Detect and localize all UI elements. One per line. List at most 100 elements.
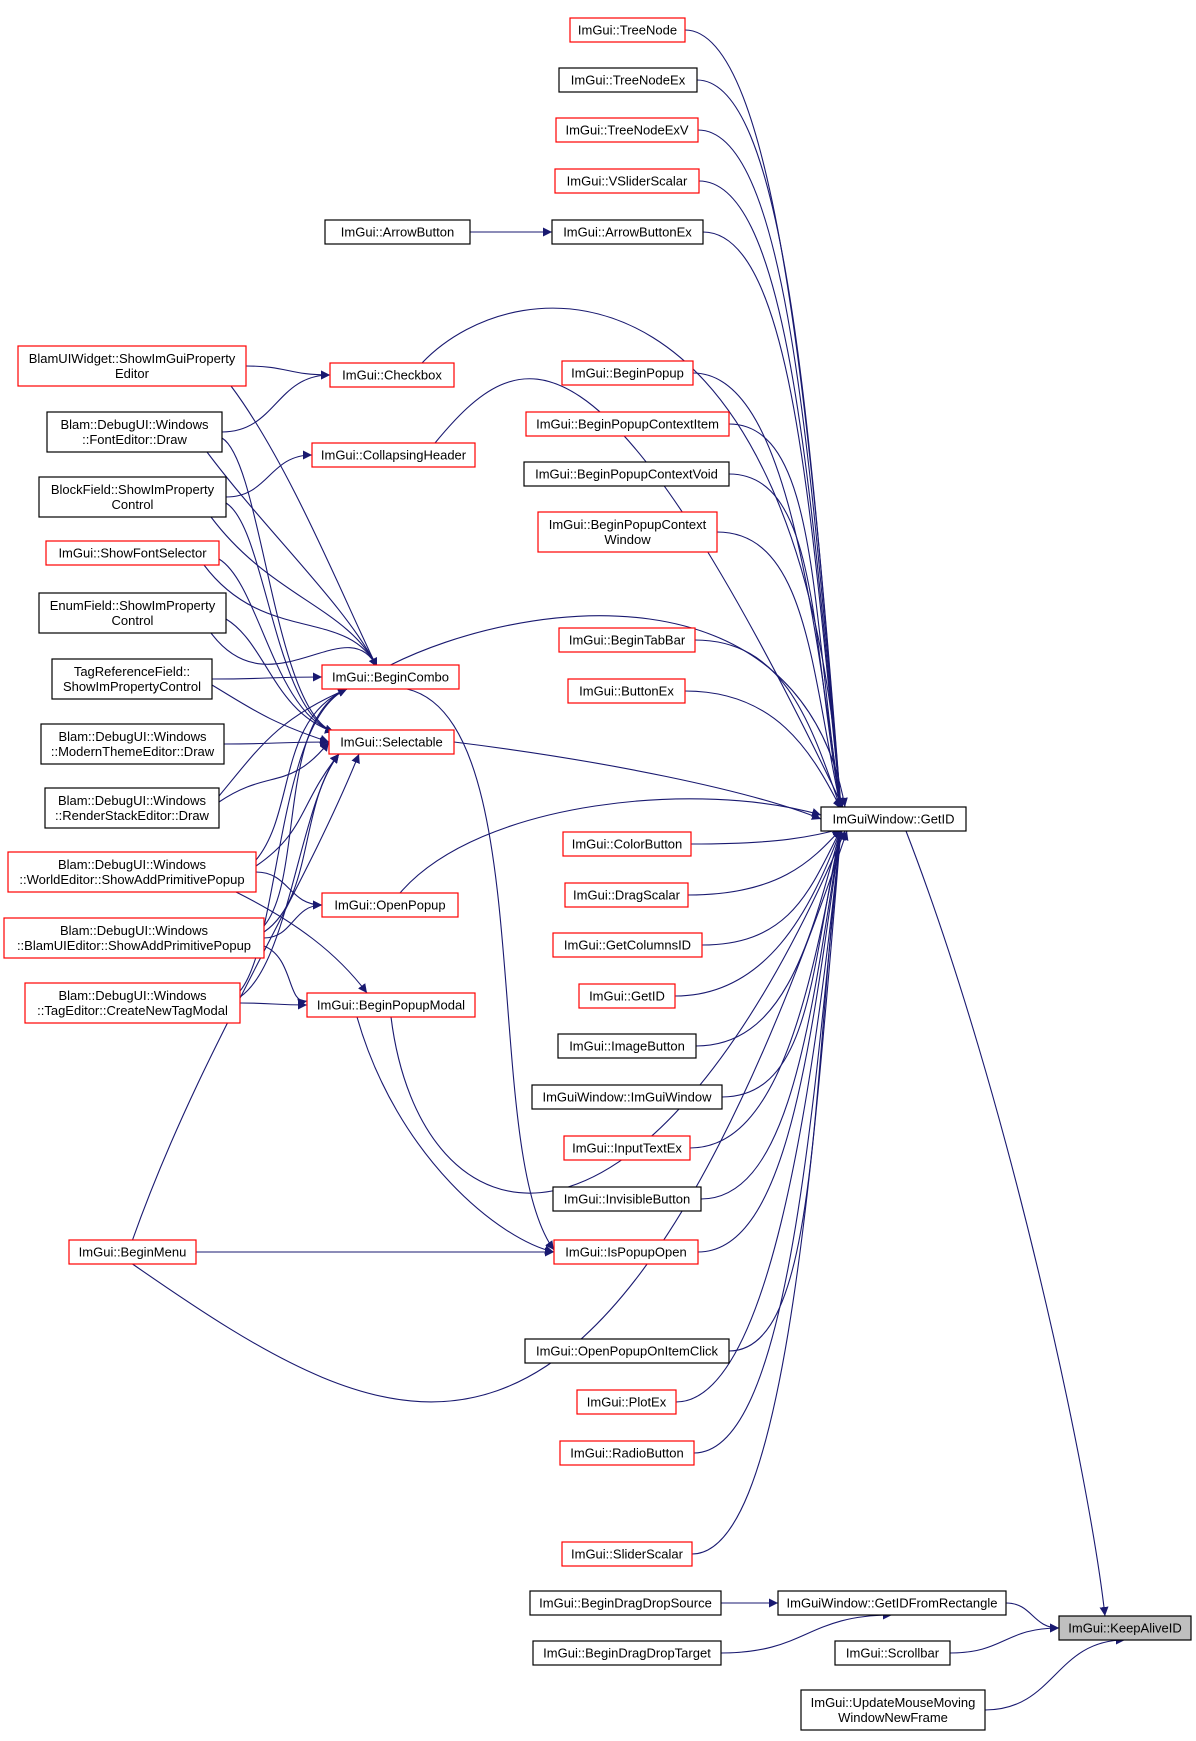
node-box bbox=[820, 806, 967, 832]
edge-getcolumnsid-to-getid bbox=[701, 828, 842, 946]
node-fonteditor[interactable]: Blam::DebugUI::Windows::FontEditor::Draw bbox=[46, 411, 223, 453]
edge-collapsingheader-to-getid bbox=[434, 378, 844, 808]
node-label: Blam::DebugUI::Windows bbox=[58, 793, 207, 808]
node-begintabbar[interactable]: ImGui::BeginTabBar bbox=[558, 627, 696, 653]
node-box bbox=[777, 1590, 1007, 1616]
node-arrowbuttonex[interactable]: ImGui::ArrowButtonEx bbox=[551, 219, 704, 245]
node-showfontselector[interactable]: ImGui::ShowFontSelector bbox=[45, 540, 220, 566]
node-box bbox=[44, 787, 220, 829]
node-openpopup[interactable]: ImGui::OpenPopup bbox=[321, 892, 459, 918]
edge-tagreferencefield-to-begincombo bbox=[211, 672, 323, 682]
node-label: ImGui::ColorButton bbox=[572, 837, 683, 852]
edge-blamuieditor-to-openpopup bbox=[263, 900, 323, 939]
node-label: Blam::DebugUI::Windows bbox=[58, 988, 207, 1003]
node-label: ImGui::VSliderScalar bbox=[567, 174, 688, 189]
node-collapsingheader[interactable]: ImGui::CollapsingHeader bbox=[311, 442, 476, 468]
edge-inputtextex-to-getid bbox=[689, 828, 844, 1149]
edge-sliderscalar-to-getid bbox=[691, 828, 845, 1555]
edge-tageditor-to-beginpopupmodal bbox=[239, 1000, 308, 1010]
edge-treenodeexv-to-getid bbox=[697, 129, 845, 810]
node-beginpopupcontextvoid[interactable]: ImGui::BeginPopupContextVoid bbox=[523, 461, 730, 487]
node-label: ImGui::DragScalar bbox=[573, 888, 681, 903]
nodes-layer: ImGui::TreeNodeImGui::TreeNodeExImGui::T… bbox=[3, 17, 1192, 1731]
node-scrollbar[interactable]: ImGui::Scrollbar bbox=[834, 1640, 951, 1666]
node-keepaliveid[interactable]: ImGui::KeepAliveID bbox=[1058, 1615, 1192, 1641]
edge-beginmenu-to-getid bbox=[132, 830, 849, 1403]
edge-showfontselector-to-selectable bbox=[218, 558, 335, 734]
node-renderstackeditor[interactable]: Blam::DebugUI::Windows::RenderStackEdito… bbox=[44, 787, 220, 829]
node-box bbox=[561, 360, 694, 386]
node-label: ImGui::BeginPopupContextVoid bbox=[535, 467, 718, 482]
edge-openpopup-to-getid bbox=[399, 798, 822, 894]
node-worldeditor[interactable]: Blam::DebugUI::Windows::WorldEditor::Sho… bbox=[7, 851, 257, 893]
node-dragscalar[interactable]: ImGui::DragScalar bbox=[564, 882, 689, 908]
node-imguiwindowctor[interactable]: ImGuiWindow::ImGuiWindow bbox=[531, 1084, 723, 1110]
node-treenodeex[interactable]: ImGui::TreeNodeEx bbox=[558, 67, 698, 93]
node-treenode[interactable]: ImGui::TreeNode bbox=[569, 17, 686, 43]
node-beginpopupcontextitem[interactable]: ImGui::BeginPopupContextItem bbox=[525, 411, 730, 437]
node-enumfield[interactable]: EnumField::ShowImPropertyControl bbox=[38, 592, 227, 634]
edge-beginpopupcontextitem-to-getid bbox=[728, 423, 845, 810]
node-imagebutton[interactable]: ImGui::ImageButton bbox=[557, 1033, 697, 1059]
node-box bbox=[557, 1033, 697, 1059]
edge-beginpopupcontextwindow-to-getid bbox=[716, 531, 844, 810]
node-label: ImGui::KeepAliveID bbox=[1068, 1621, 1181, 1636]
node-buttonex[interactable]: ImGui::ButtonEx bbox=[567, 678, 686, 704]
node-sliderscalar[interactable]: ImGui::SliderScalar bbox=[561, 1541, 693, 1567]
node-getidfromrectangle[interactable]: ImGuiWindow::GetIDFromRectangle bbox=[777, 1590, 1007, 1616]
node-tagreferencefield[interactable]: TagReferenceField::ShowImPropertyControl bbox=[51, 658, 213, 700]
node-label: ImGui::BeginPopupContextItem bbox=[536, 417, 719, 432]
node-ispopupopen[interactable]: ImGui::IsPopupOpen bbox=[553, 1239, 699, 1265]
node-beginpopupmodal[interactable]: ImGui::BeginPopupModal bbox=[306, 992, 476, 1018]
node-blockfield[interactable]: BlockField::ShowImPropertyControl bbox=[38, 476, 227, 518]
node-box bbox=[40, 723, 225, 765]
node-box bbox=[553, 1239, 699, 1265]
node-tageditor[interactable]: Blam::DebugUI::Windows::TagEditor::Creat… bbox=[24, 982, 241, 1024]
node-vsliderscalar[interactable]: ImGui::VSliderScalar bbox=[554, 168, 700, 194]
node-label: EnumField::ShowImProperty bbox=[50, 598, 216, 613]
edge-plotex-to-getid bbox=[675, 828, 845, 1403]
node-arrowbutton[interactable]: ImGui::ArrowButton bbox=[324, 219, 471, 245]
node-colorbutton[interactable]: ImGui::ColorButton bbox=[562, 831, 692, 857]
node-box bbox=[559, 1440, 695, 1466]
edge-blockfield-to-begincombo bbox=[210, 516, 378, 668]
node-box bbox=[564, 882, 689, 908]
node-getidwin[interactable]: ImGuiWindow::GetID bbox=[820, 806, 967, 832]
node-label: ImGui::UpdateMouseMoving bbox=[811, 1695, 976, 1710]
node-checkbox[interactable]: ImGui::Checkbox bbox=[329, 362, 455, 388]
node-box bbox=[329, 362, 455, 388]
node-label: ImGui::BeginCombo bbox=[332, 670, 449, 685]
node-treenodeexv[interactable]: ImGui::TreeNodeExV bbox=[555, 117, 699, 143]
node-getcolumnsid[interactable]: ImGui::GetColumnsID bbox=[552, 932, 703, 958]
node-getid[interactable]: ImGui::GetID bbox=[578, 983, 676, 1009]
node-beginmenu[interactable]: ImGui::BeginMenu bbox=[68, 1239, 197, 1265]
node-begincombo[interactable]: ImGui::BeginCombo bbox=[321, 664, 460, 690]
node-label: Control bbox=[112, 497, 154, 512]
node-label: ImGui::ShowFontSelector bbox=[58, 546, 207, 561]
node-begindragdropsource[interactable]: ImGui::BeginDragDropSource bbox=[529, 1590, 722, 1616]
node-openpopuponitemclick[interactable]: ImGui::OpenPopupOnItemClick bbox=[524, 1338, 730, 1364]
node-beginpopup[interactable]: ImGui::BeginPopup bbox=[561, 360, 694, 386]
node-box bbox=[834, 1640, 951, 1666]
node-selectable[interactable]: ImGui::Selectable bbox=[328, 729, 455, 755]
node-box bbox=[524, 1338, 730, 1364]
node-box bbox=[3, 917, 265, 959]
edge-begindragdroptarget-to-getidfromrectangle bbox=[720, 1610, 893, 1654]
node-begindragdroptarget[interactable]: ImGui::BeginDragDropTarget bbox=[532, 1640, 722, 1666]
edge-enumfield-to-begincombo bbox=[210, 632, 378, 668]
node-blamuieditor[interactable]: Blam::DebugUI::Windows::BlamUIEditor::Sh… bbox=[3, 917, 265, 959]
node-label: Control bbox=[112, 613, 154, 628]
node-box bbox=[561, 1541, 693, 1567]
edge-getid-to-keepaliveid bbox=[905, 830, 1109, 1617]
node-radiobutton[interactable]: ImGui::RadioButton bbox=[559, 1440, 695, 1466]
node-plotex[interactable]: ImGui::PlotEx bbox=[576, 1389, 677, 1415]
edge-enumfield-to-selectable bbox=[225, 618, 335, 734]
edge-tageditor-to-selectable bbox=[239, 753, 340, 998]
node-modernthemeeditor[interactable]: Blam::DebugUI::Windows::ModernThemeEdito… bbox=[40, 723, 225, 765]
node-inputtextex[interactable]: ImGui::InputTextEx bbox=[563, 1135, 691, 1161]
node-invisiblebutton[interactable]: ImGui::InvisibleButton bbox=[552, 1186, 702, 1212]
node-label: Blam::DebugUI::Windows bbox=[58, 857, 207, 872]
